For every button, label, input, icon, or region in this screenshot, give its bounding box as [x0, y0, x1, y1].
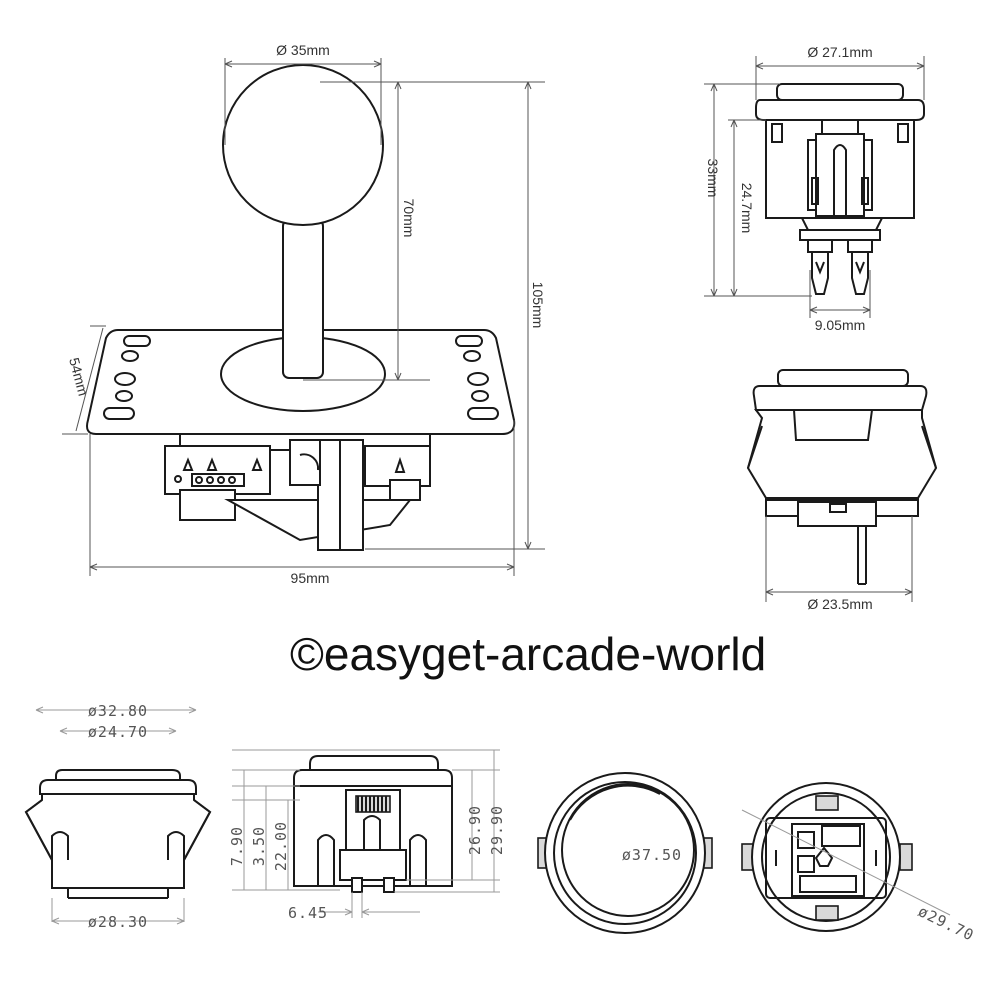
ball-top	[222, 64, 384, 226]
copyright-watermark: ©easyget-arcade-world	[290, 628, 766, 680]
mount-diameter-label: ø29.70	[915, 902, 977, 945]
button-front-view: Ø 23.5mm	[746, 369, 938, 612]
dim-26-90: 26.90	[466, 805, 484, 855]
button-body-height-label: 24.7mm	[739, 183, 755, 234]
base-diameter-label: ø28.30	[88, 913, 148, 931]
dim-29-90: 29.90	[488, 805, 506, 855]
shaft-height-label: 70mm	[401, 199, 417, 238]
plate-hole	[467, 372, 489, 386]
button-outer-diameter-label: Ø 27.1mm	[807, 44, 872, 60]
joystick-dimensions: Ø 35mm 70mm 105mm 54mm 95mm	[62, 42, 546, 586]
ring-diameter-label: ø37.50	[622, 846, 682, 864]
total-height-label: 105mm	[530, 282, 546, 329]
plate-slot	[123, 335, 151, 347]
inner-diameter-label: ø24.70	[88, 723, 148, 741]
bottom-underside-view: ø29.70	[741, 782, 977, 945]
terminal-spacing-label: 9.05mm	[815, 317, 866, 333]
plate-hole	[121, 350, 139, 362]
bottom-ring-view: ø37.50	[537, 772, 713, 934]
dim-3-50: 3.50	[250, 826, 268, 866]
plate-slot	[455, 335, 483, 347]
bottom-button-profile: ø32.80 ø24.70 ø28.30	[24, 702, 212, 931]
button-base-diameter-label: Ø 23.5mm	[807, 596, 872, 612]
profile-dimensions: ø32.80 ø24.70 ø28.30	[35, 702, 197, 931]
dim-7-90: 7.90	[228, 826, 246, 866]
outer-diameter-label: ø32.80	[88, 702, 148, 720]
plate-width-label: 95mm	[291, 570, 330, 586]
plate-hole	[471, 390, 489, 402]
dim-22-00: 22.00	[272, 821, 290, 871]
plate-slot	[103, 407, 135, 420]
plate-hole	[463, 350, 481, 362]
dim-6-45: 6.45	[288, 904, 328, 922]
ball-diameter-label: Ø 35mm	[276, 42, 330, 58]
plate-hole	[114, 372, 136, 386]
joystick-shaft	[282, 219, 324, 379]
button-side-dimensions: Ø 27.1mm 33mm 24.7mm 9.05mm	[704, 44, 925, 333]
plate-hole	[115, 390, 133, 402]
button-height-label: 33mm	[705, 159, 721, 198]
button-side-view: Ø 27.1mm 33mm 24.7mm 9.05mm	[704, 44, 925, 333]
section-dimensions: 7.90 3.50 22.00 26.90 29.90 6.45	[228, 749, 506, 922]
joystick-drawing: Ø 35mm 70mm 105mm 54mm 95mm	[62, 42, 546, 586]
plate-slot	[467, 407, 499, 420]
bottom-button-section: 7.90 3.50 22.00 26.90 29.90 6.45	[228, 749, 506, 922]
plate-depth-label: 54mm	[66, 356, 92, 398]
button-front-dimensions: Ø 23.5mm	[765, 516, 913, 612]
joystick-mechanism	[164, 431, 431, 551]
